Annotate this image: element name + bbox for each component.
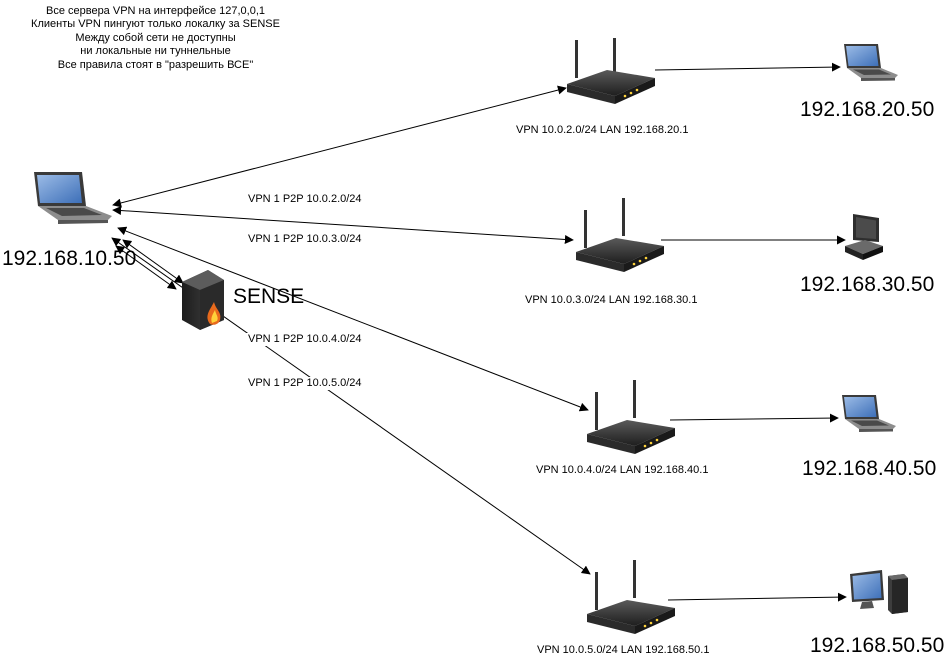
laptop-icon <box>844 44 898 81</box>
router-caption: VPN 10.0.4.0/24 LAN 192.168.40.1 <box>536 464 709 476</box>
vpn-link-label: VPN 1 P2P 10.0.3.0/24 <box>245 233 365 246</box>
host-ip: 192.168.20.50 <box>800 98 935 121</box>
router-icon <box>576 198 664 272</box>
vpn-link-label: VPN 1 P2P 10.0.2.0/24 <box>245 193 365 206</box>
main-host-ip: 192.168.10.50 <box>2 247 137 270</box>
router-caption: VPN 10.0.2.0/24 LAN 192.168.20.1 <box>516 124 689 136</box>
host-ip: 192.168.30.50 <box>800 273 935 296</box>
router-icon <box>587 380 675 454</box>
vpn-link-label: VPN 1 P2P 10.0.5.0/24 <box>245 377 365 390</box>
note-line: Все правила стоят в "разрешить ВСЕ" <box>57 58 254 71</box>
note-line: ни локальные ни туннельные <box>80 45 231 58</box>
lan-link-line-1 <box>654 62 841 72</box>
workstation-icon <box>845 214 883 260</box>
note-line: Между собой сети не доступны <box>75 31 236 44</box>
laptop-icon <box>842 395 896 432</box>
note-line: Клиенты VPN пингуют только локалку за SE… <box>31 18 280 31</box>
router-caption: VPN 10.0.5.0/24 LAN 192.168.50.1 <box>537 644 710 656</box>
desktop-icon <box>850 570 908 614</box>
host-ip: 192.168.50.50 <box>810 634 945 657</box>
host-ip: 192.168.40.50 <box>802 457 937 480</box>
vpn-link-line-1 <box>112 85 567 208</box>
router-icon <box>587 560 675 634</box>
firewall-label: SENSE <box>233 285 305 308</box>
info-note: Все сервера VPN на интерфейсе 127,0,0,1 … <box>0 5 311 72</box>
router-icon <box>567 38 655 104</box>
firewall-icon <box>182 270 224 330</box>
vpn-link-label: VPN 1 P2P 10.0.4.0/24 <box>245 333 365 346</box>
firewall-link-line-2 <box>115 245 177 290</box>
lan-link-line-4 <box>667 592 847 602</box>
main-host-laptop-icon <box>34 172 112 224</box>
lan-link-line-3 <box>669 413 839 423</box>
router-caption: VPN 10.0.3.0/24 LAN 192.168.30.1 <box>525 294 698 306</box>
note-line: Все сервера VPN на интерфейсе 127,0,0,1 <box>45 5 266 17</box>
